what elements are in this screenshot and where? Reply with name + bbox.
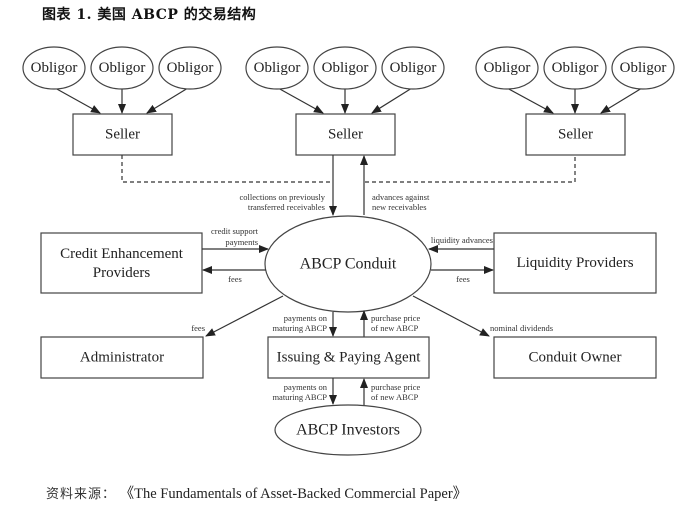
credit-enhancement-label-1: Credit Enhancement <box>60 246 184 262</box>
label-ce-fees: fees <box>228 274 242 284</box>
label-lp-fees: fees <box>456 274 470 284</box>
label-ipa-payments-1: payments on <box>284 313 328 323</box>
obligor-edges <box>54 87 643 114</box>
label-ipa-purchase-1: purchase price <box>371 313 421 323</box>
obligor-node: Obligor <box>22 46 86 90</box>
liquidity-providers-label: Liquidity Providers <box>516 255 633 271</box>
label-liquidity-advances: liquidity advances <box>431 235 493 245</box>
source-citation: 资料来源： 《The Fundamentals of Asset-Backed … <box>46 482 467 503</box>
issuing-paying-agent-label: Issuing & Paying Agent <box>277 350 422 366</box>
obligor-label: Obligor <box>552 60 599 76</box>
label-ipa-payments-2: maturing ABCP <box>272 323 327 333</box>
obligor-label: Obligor <box>390 60 437 76</box>
liquidity-providers-node: Liquidity Providers <box>493 232 657 294</box>
edge-obligor-4-seller-2 <box>277 87 324 114</box>
conduit-owner-node: Conduit Owner <box>493 336 657 379</box>
obligor-label: Obligor <box>620 60 667 76</box>
edge-obligor-3-seller-1 <box>146 87 189 114</box>
edge-nominal-dividends <box>412 295 490 337</box>
obligor-label: Obligor <box>99 60 146 76</box>
figure-title: 图表 1. 美国 ABCP 的交易结构 <box>42 7 257 23</box>
source-label: 资料来源： <box>46 487 117 502</box>
seller-label: Seller <box>558 127 593 143</box>
obligor-node: Obligor <box>245 46 309 90</box>
obligor-node: Obligor <box>90 46 154 90</box>
source-text: 《The Fundamentals of Asset-Backed Commer… <box>119 486 468 502</box>
seller-label: Seller <box>328 127 363 143</box>
issuing-paying-agent-node: Issuing & Paying Agent <box>267 336 430 379</box>
label-advances-2: new receivables <box>372 202 427 212</box>
obligor-node: Obligor <box>475 46 539 90</box>
obligor-label: Obligor <box>167 60 214 76</box>
obligor-label: Obligor <box>254 60 301 76</box>
obligor-node: Obligor <box>313 46 377 90</box>
edge-admin-fees <box>205 295 284 337</box>
seller-node-3: Seller <box>525 113 626 156</box>
label-credit-support-1: credit support <box>211 226 259 236</box>
label-inv-payments-2: maturing ABCP <box>272 392 327 402</box>
label-ipa-purchase-2: of new ABCP <box>371 323 419 333</box>
label-inv-payments-1: payments on <box>284 382 328 392</box>
label-advances-1: advances against <box>372 192 430 202</box>
seller-node-2: Seller <box>295 113 396 156</box>
obligor-node: Obligor <box>381 46 445 90</box>
label-inv-purchase-2: of new ABCP <box>371 392 419 402</box>
label-credit-support-2: payments <box>225 237 258 247</box>
credit-enhancement-node: Credit Enhancement Providers <box>40 232 203 294</box>
edge-obligor-9-seller-3 <box>600 87 643 114</box>
edge-obligor-6-seller-2 <box>371 87 413 114</box>
administrator-node: Administrator <box>40 336 204 379</box>
obligor-label: Obligor <box>322 60 369 76</box>
investors-label: ABCP Investors <box>296 422 400 439</box>
abcp-investors-node: ABCP Investors <box>274 404 422 456</box>
administrator-label: Administrator <box>80 350 164 366</box>
abcp-conduit-node: ABCP Conduit <box>264 215 432 313</box>
conduit-owner-label: Conduit Owner <box>529 350 622 366</box>
label-nominal-dividends: nominal dividends <box>490 323 553 333</box>
obligor-row-2: Obligor Obligor Obligor <box>245 46 445 90</box>
obligor-node: Obligor <box>543 46 607 90</box>
dashed-link-seller-1 <box>121 155 333 183</box>
dashed-link-seller-3 <box>365 155 576 183</box>
obligor-row-1: Obligor Obligor Obligor <box>22 46 222 90</box>
seller-node-1: Seller <box>72 113 173 156</box>
edge-obligor-1-seller-1 <box>54 87 101 114</box>
conduit-label: ABCP Conduit <box>300 256 397 273</box>
obligor-node: Obligor <box>611 46 675 90</box>
obligor-label: Obligor <box>484 60 531 76</box>
obligor-node: Obligor <box>158 46 222 90</box>
obligor-label: Obligor <box>31 60 78 76</box>
seller-label: Seller <box>105 127 140 143</box>
credit-enhancement-label-2: Providers <box>93 265 151 281</box>
label-inv-purchase-1: purchase price <box>371 382 421 392</box>
edge-obligor-7-seller-3 <box>506 87 554 114</box>
label-collections-2: transferred receivables <box>248 202 325 212</box>
obligor-row-3: Obligor Obligor Obligor <box>475 46 675 90</box>
label-collections-1: collections on previously <box>240 192 326 202</box>
label-admin-fees: fees <box>191 323 205 333</box>
